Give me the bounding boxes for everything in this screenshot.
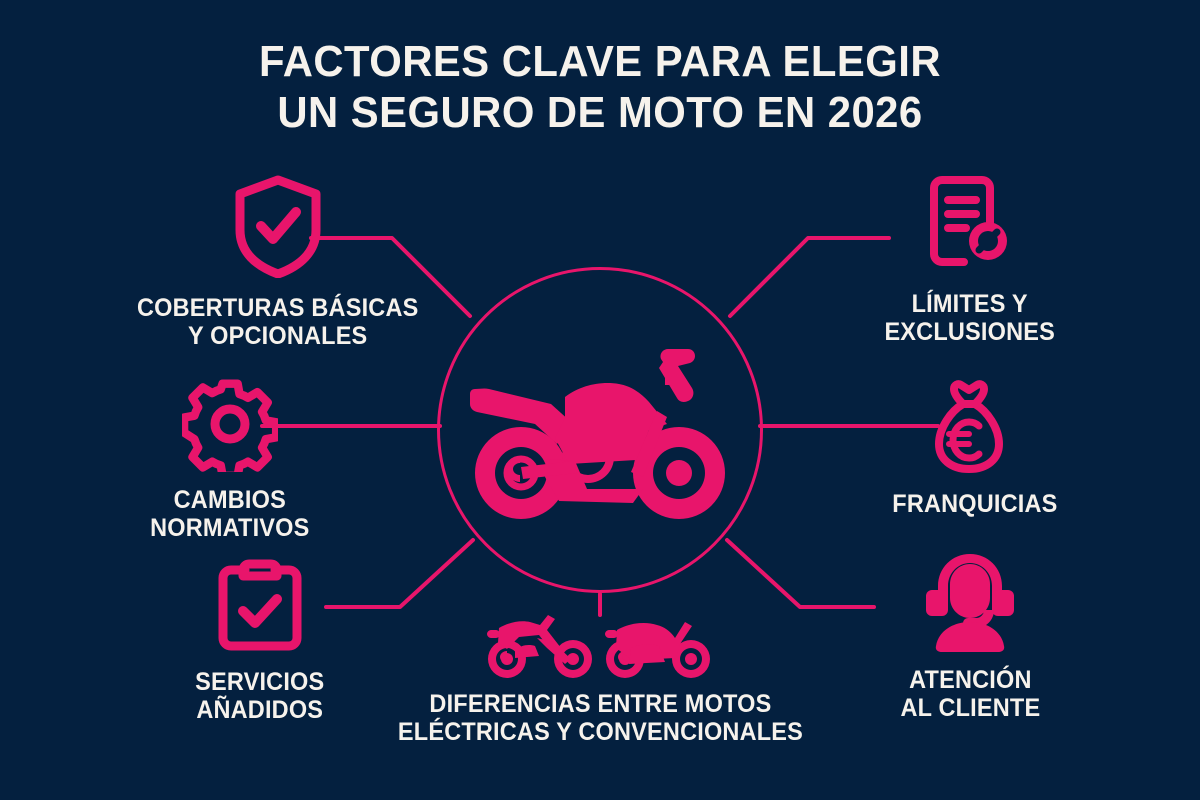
gear-icon	[182, 379, 278, 472]
node-atencion[interactable]: ATENCIÓN AL CLIENTE	[810, 552, 1130, 723]
node-label-cambios: CAMBIOS NORMATIVOS	[150, 486, 310, 543]
document-prohibited-icon	[930, 176, 1007, 266]
node-diferencias[interactable]: DIFERENCIAS ENTRE MOTOS ELÉCTRICAS Y CON…	[370, 608, 830, 747]
node-label-servicios: SERVICIOS AÑADIDOS	[195, 668, 325, 725]
money-bag-euro-icon	[935, 380, 1003, 473]
node-servicios[interactable]: SERVICIOS AÑADIDOS	[110, 556, 410, 725]
node-label-coberturas: COBERTURAS BÁSICAS Y OPCIONALES	[137, 294, 419, 351]
node-coberturas[interactable]: COBERTURAS BÁSICAS Y OPCIONALES	[108, 174, 448, 351]
node-label-diferencias: DIFERENCIAS ENTRE MOTOS ELÉCTRICAS Y CON…	[397, 690, 803, 747]
hub-circle	[437, 267, 763, 593]
motorcycle-right-icon	[605, 622, 710, 678]
headset-operator-icon	[926, 554, 1014, 652]
two-motorcycles-icon	[485, 608, 715, 678]
node-cambios[interactable]: CAMBIOS NORMATIVOS	[60, 376, 400, 543]
shield-check-icon	[235, 175, 321, 278]
center-hub	[437, 267, 763, 593]
node-label-atencion: ATENCIÓN AL CLIENTE	[900, 666, 1040, 723]
node-franquicias[interactable]: FRANQUICIAS	[815, 378, 1135, 518]
motorcycle-left-icon	[487, 615, 592, 678]
motorcycle-icon	[470, 349, 725, 519]
clipboard-check-icon	[218, 559, 302, 651]
node-label-franquicias: FRANQUICIAS	[892, 490, 1058, 518]
node-limites[interactable]: LÍMITES Y EXCLUSIONES	[800, 174, 1140, 347]
page-title: FACTORES CLAVE PARA ELEGIR UN SEGURO DE …	[258, 37, 941, 138]
node-label-limites: LÍMITES Y EXCLUSIONES	[884, 290, 1056, 347]
